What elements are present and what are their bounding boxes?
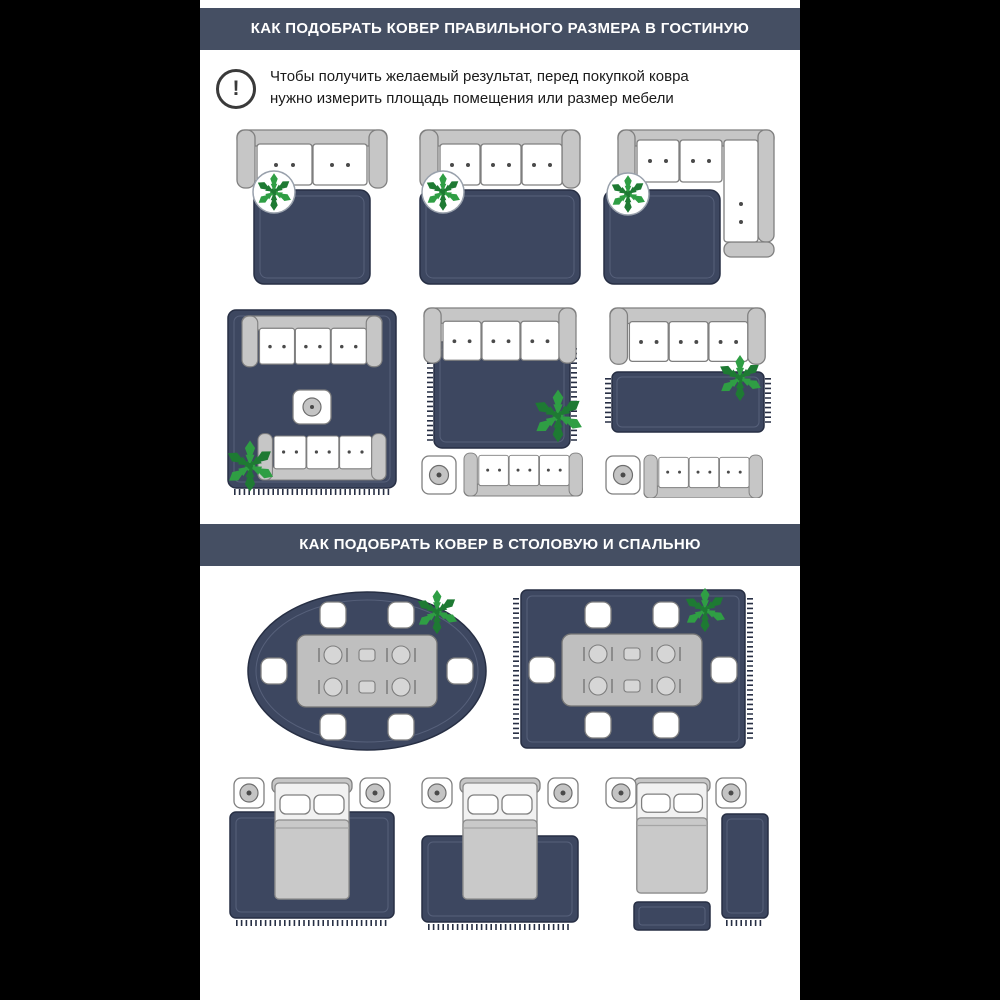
- bed: [459, 776, 541, 900]
- dining-table: [296, 633, 438, 708]
- measure-note: ! Чтобы получить желаемый результат, пер…: [200, 50, 800, 118]
- diagram-rect-rug-dining: [513, 582, 753, 749]
- chair: [319, 712, 347, 741]
- nightstand: [715, 776, 747, 809]
- measure-note-text: Чтобы получить желаемый результат, перед…: [270, 68, 689, 107]
- foot-rug: [633, 900, 711, 931]
- exclamation-icon: !: [216, 69, 256, 109]
- sofa: [241, 314, 383, 367]
- chair: [528, 655, 556, 684]
- bed: [271, 776, 353, 900]
- diagram-small-rug-between-sofas: [605, 306, 771, 498]
- section-title-living-room: КАК ПОДОБРАТЬ КОВЕР ПРАВИЛЬНОГО РАЗМЕРА …: [200, 8, 800, 50]
- diagram-rug-narrower-than-sofa: [236, 128, 388, 285]
- chair: [260, 656, 288, 685]
- dining-row: [200, 582, 800, 760]
- bed: [633, 776, 711, 894]
- side-rug: [721, 812, 769, 919]
- sofa: [643, 454, 763, 498]
- dining-table: [561, 632, 703, 707]
- section-title-dining-bedroom: КАК ПОДОБРАТЬ КОВЕР В СТОЛОВУЮ И СПАЛЬНЮ: [200, 523, 800, 566]
- nightstand: [421, 776, 453, 809]
- nightstand: [605, 776, 637, 809]
- living-room-row-2: [200, 306, 800, 498]
- plant-icon: [607, 173, 649, 215]
- plant-icon: [422, 171, 464, 213]
- side-table: [605, 454, 641, 495]
- chair: [652, 600, 680, 629]
- diagram-rug-under-entire-bed: [229, 776, 395, 926]
- infographic-page: КАК ПОДОБРАТЬ КОВЕР ПРАВИЛЬНОГО РАЗМЕРА …: [200, 0, 800, 1000]
- chair: [584, 600, 612, 629]
- nightstand: [547, 776, 579, 809]
- diagram-medium-rug-front-of-sofas: [421, 306, 590, 496]
- chair: [652, 710, 680, 739]
- sofa: [463, 452, 583, 496]
- chair: [387, 600, 415, 629]
- coffee-table: [292, 388, 332, 425]
- diagram-corner-sofa-with-rug: [603, 128, 775, 285]
- chair: [446, 656, 474, 685]
- chair: [387, 712, 415, 741]
- chair: [584, 710, 612, 739]
- living-room-row-1: [200, 126, 800, 294]
- diagram-rug-full-sofa-width: [419, 128, 581, 285]
- plant-icon: [253, 171, 295, 213]
- chair: [319, 600, 347, 629]
- diagram-oval-rug-dining: [247, 582, 487, 751]
- sofa: [423, 306, 577, 364]
- chair: [710, 655, 738, 684]
- sofa: [609, 306, 766, 365]
- diagram-large-rug-two-sofas: [222, 308, 397, 495]
- rug: [253, 188, 371, 285]
- sofa: [257, 432, 387, 481]
- nightstand: [359, 776, 391, 809]
- diagram-side-and-foot-rugs: [605, 776, 769, 931]
- nightstand: [233, 776, 265, 809]
- corner-sofa: [617, 128, 775, 258]
- diagram-rug-under-lower-bed: [421, 776, 579, 930]
- side-table: [421, 454, 457, 495]
- rug: [419, 188, 581, 285]
- bedroom-row: [200, 772, 800, 938]
